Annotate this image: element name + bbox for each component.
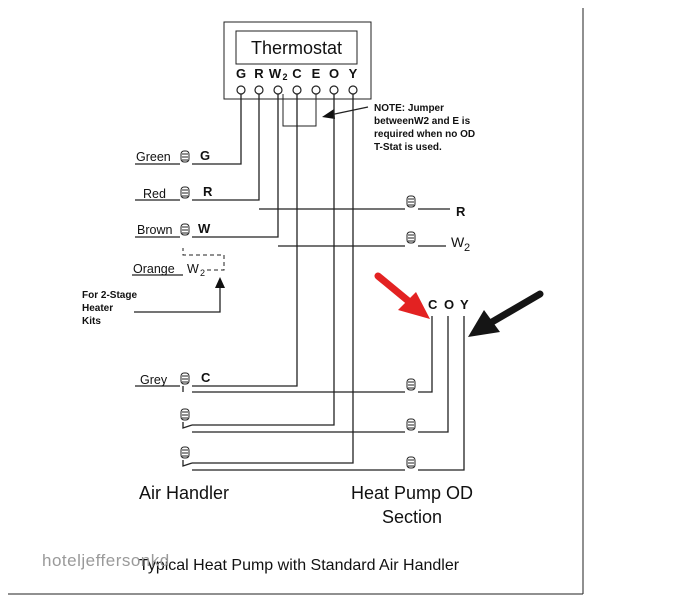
red-arrow-icon <box>374 272 430 319</box>
wire-y <box>192 94 354 464</box>
terminal-screw-y <box>348 85 358 95</box>
terminal-screw-c <box>292 85 302 95</box>
ah-terminal-r: R <box>203 184 213 199</box>
heat-pump-label-line2: Section <box>382 507 442 527</box>
hp-terminal-w-sub: 2 <box>464 242 470 254</box>
terminal-label-r: R <box>254 66 264 81</box>
lead-y-drop <box>182 460 193 467</box>
terminal-label-c: C <box>292 66 302 81</box>
wire-r <box>192 94 260 201</box>
air-handler-label: Air Handler <box>139 483 229 503</box>
wire-nut-brown <box>180 223 190 236</box>
terminal-label-e: E <box>312 66 321 81</box>
wire-color-grey: Grey <box>140 373 168 387</box>
wire-nut-o <box>180 408 190 421</box>
hp-terminal-r: R <box>456 204 466 219</box>
terminal-screw-g <box>236 85 246 95</box>
orange-w2-dashed-lead <box>182 248 225 271</box>
terminal-label-w: W <box>269 66 282 81</box>
wire-nut-grey <box>180 372 190 385</box>
wire-color-orange: Orange <box>133 262 175 276</box>
thermostat: Thermostat G R W 2 C E O Y <box>223 21 372 100</box>
jumper-note: NOTE: Jumper betweenW2 and E is required… <box>322 103 475 153</box>
svg-text:For 2-Stage: For 2-Stage <box>82 290 137 301</box>
svg-text:Kits: Kits <box>82 316 101 327</box>
ah-terminal-c: C <box>201 370 211 385</box>
wire-c <box>192 94 298 387</box>
hp-wire-nut-r <box>406 195 416 208</box>
wire-w2 <box>192 94 279 238</box>
terminal-screw-o <box>329 85 339 95</box>
hp-wire-nut-y <box>406 456 416 469</box>
thermostat-display <box>235 30 358 65</box>
terminal-screw-r <box>254 85 264 95</box>
two-stage-note: For 2-Stage Heater Kits <box>82 277 225 327</box>
hp-wire-nut-c <box>406 378 416 391</box>
watermark: hoteljeffersonkd <box>42 551 170 570</box>
ah-terminal-w2: W <box>187 262 199 276</box>
heat-pump-label-line1: Heat Pump OD <box>351 483 473 503</box>
wire-color-red: Red <box>143 187 166 201</box>
svg-text:Heater: Heater <box>82 303 113 314</box>
terminal-label-y: Y <box>349 66 358 81</box>
svg-text:required when no OD: required when no OD <box>374 129 475 140</box>
hp-cable-label-c: C <box>428 297 438 312</box>
hp-c-cable <box>418 316 433 393</box>
thermostat-title: Thermostat <box>251 38 342 58</box>
ah-terminal-w: W <box>198 221 211 236</box>
terminal-screw-w2 <box>273 85 283 95</box>
terminal-label-o: O <box>329 66 339 81</box>
wire-nut-red <box>180 186 190 199</box>
wire-color-green: Green <box>136 150 171 164</box>
ah-terminal-g: G <box>200 148 210 163</box>
ah-terminal-w2-sub: 2 <box>200 268 205 278</box>
wire-nut-green <box>180 150 190 163</box>
terminal-screw-e <box>311 85 321 95</box>
terminal-label-w-sub: 2 <box>282 72 287 82</box>
lead-o-drop <box>182 422 193 429</box>
wire-color-brown: Brown <box>137 223 172 237</box>
black-arrow-icon <box>468 290 544 337</box>
wire-nut-y <box>180 446 190 459</box>
wire-g <box>192 94 242 165</box>
svg-text:betweenW2 and E is: betweenW2 and E is <box>374 116 471 127</box>
svg-text:NOTE: Jumper: NOTE: Jumper <box>374 103 444 114</box>
hp-wire-nut-o <box>406 418 416 431</box>
svg-text:T-Stat is used.: T-Stat is used. <box>374 142 442 153</box>
hp-cable-label-o: O <box>444 297 454 312</box>
hp-o-cable <box>418 316 449 433</box>
hp-cable-label-y: Y <box>460 297 469 312</box>
diagram-caption: Typical Heat Pump with Standard Air Hand… <box>139 557 460 574</box>
hp-terminal-w: W <box>451 234 465 250</box>
jumper-w2-e <box>282 94 317 127</box>
hp-wire-nut-w2 <box>406 231 416 244</box>
terminal-label-g: G <box>236 66 246 81</box>
wire-o <box>192 94 335 426</box>
hp-y-cable <box>418 316 465 471</box>
